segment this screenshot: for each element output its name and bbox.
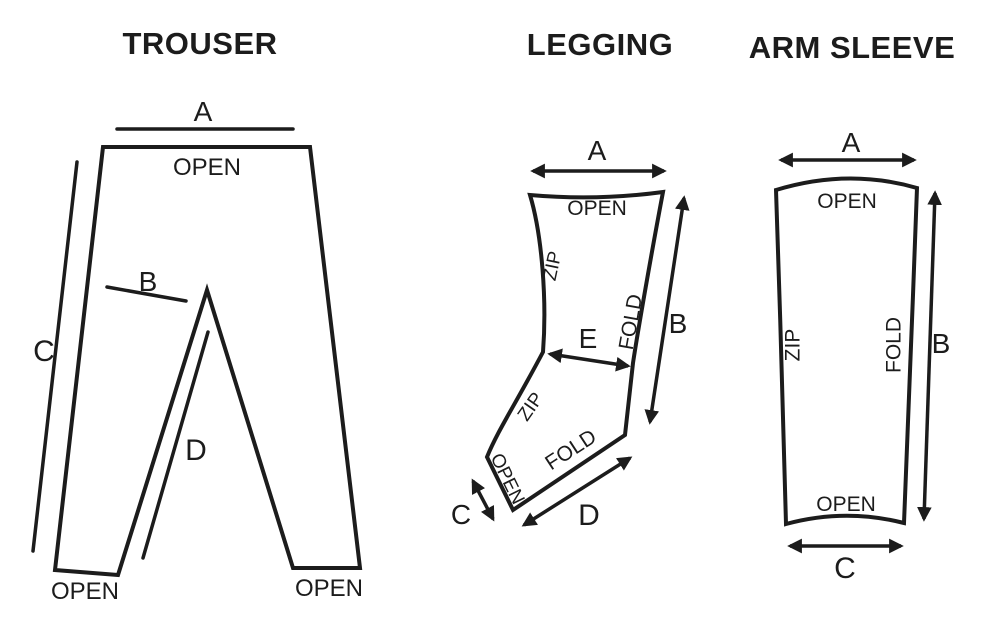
legging-measure-c-label: C <box>451 499 471 530</box>
trouser-open-top-label: OPEN <box>173 154 241 181</box>
trouser-measure-d-label: D <box>185 434 207 467</box>
arm-sleeve-title: ARM SLEEVE <box>749 30 956 65</box>
legging-zip-upper-label: ZIP <box>540 249 567 282</box>
trouser-open-bottom-right-label: OPEN <box>295 575 363 602</box>
legging-panel: LEGGING A OPEN ZIP FOLD E B ZIP FOLD OPE… <box>451 27 690 532</box>
arm-sleeve-zip-label: ZIP <box>782 329 805 362</box>
trouser-measure-b-label: B <box>139 266 158 297</box>
arm-sleeve-open-bottom-label: OPEN <box>816 493 876 516</box>
arm-sleeve-measure-b-label: B <box>932 328 951 359</box>
legging-fold-lower-label: FOLD <box>541 425 601 475</box>
legging-measure-b-label: B <box>669 308 688 339</box>
legging-measure-e-arrow <box>547 348 631 372</box>
trouser-open-bottom-left-label: OPEN <box>51 578 119 605</box>
legging-measure-e-label: E <box>579 323 598 354</box>
legging-title: LEGGING <box>527 27 673 62</box>
legging-outline <box>484 189 666 513</box>
trouser-measure-a-label: A <box>194 96 213 127</box>
legging-open-bottom-label: OPEN <box>486 450 528 508</box>
legging-measure-d-label: D <box>578 499 600 532</box>
trouser-title: TROUSER <box>122 26 277 61</box>
arm-sleeve-fold-label: FOLD <box>883 317 906 373</box>
trouser-measure-b-line <box>105 285 188 303</box>
legging-measure-d-arrow <box>521 456 633 527</box>
arm-sleeve-measure-a-label: A <box>842 127 861 158</box>
legging-fold-upper-label: FOLD <box>615 292 647 351</box>
arm-sleeve-panel: ARM SLEEVE A OPEN ZIP FOLD B OPEN C <box>749 30 956 585</box>
trouser-measure-c-label: C <box>33 335 55 368</box>
legging-open-top-label: OPEN <box>567 197 627 220</box>
arm-sleeve-measure-c-label: C <box>834 552 856 585</box>
legging-measure-b-arrow <box>644 195 690 425</box>
trouser-measure-c-line <box>31 160 79 553</box>
legging-measure-c-arrow <box>471 478 495 522</box>
trouser-outline <box>52 145 363 578</box>
arm-sleeve-outline <box>773 176 920 527</box>
arm-sleeve-measure-b-arrow <box>917 190 942 522</box>
trouser-panel: TROUSER A OPEN B C D OPEN OPEN <box>31 26 363 605</box>
legging-measure-a-label: A <box>588 135 607 166</box>
trouser-measure-d-line <box>141 330 210 560</box>
arm-sleeve-open-top-label: OPEN <box>817 190 877 213</box>
